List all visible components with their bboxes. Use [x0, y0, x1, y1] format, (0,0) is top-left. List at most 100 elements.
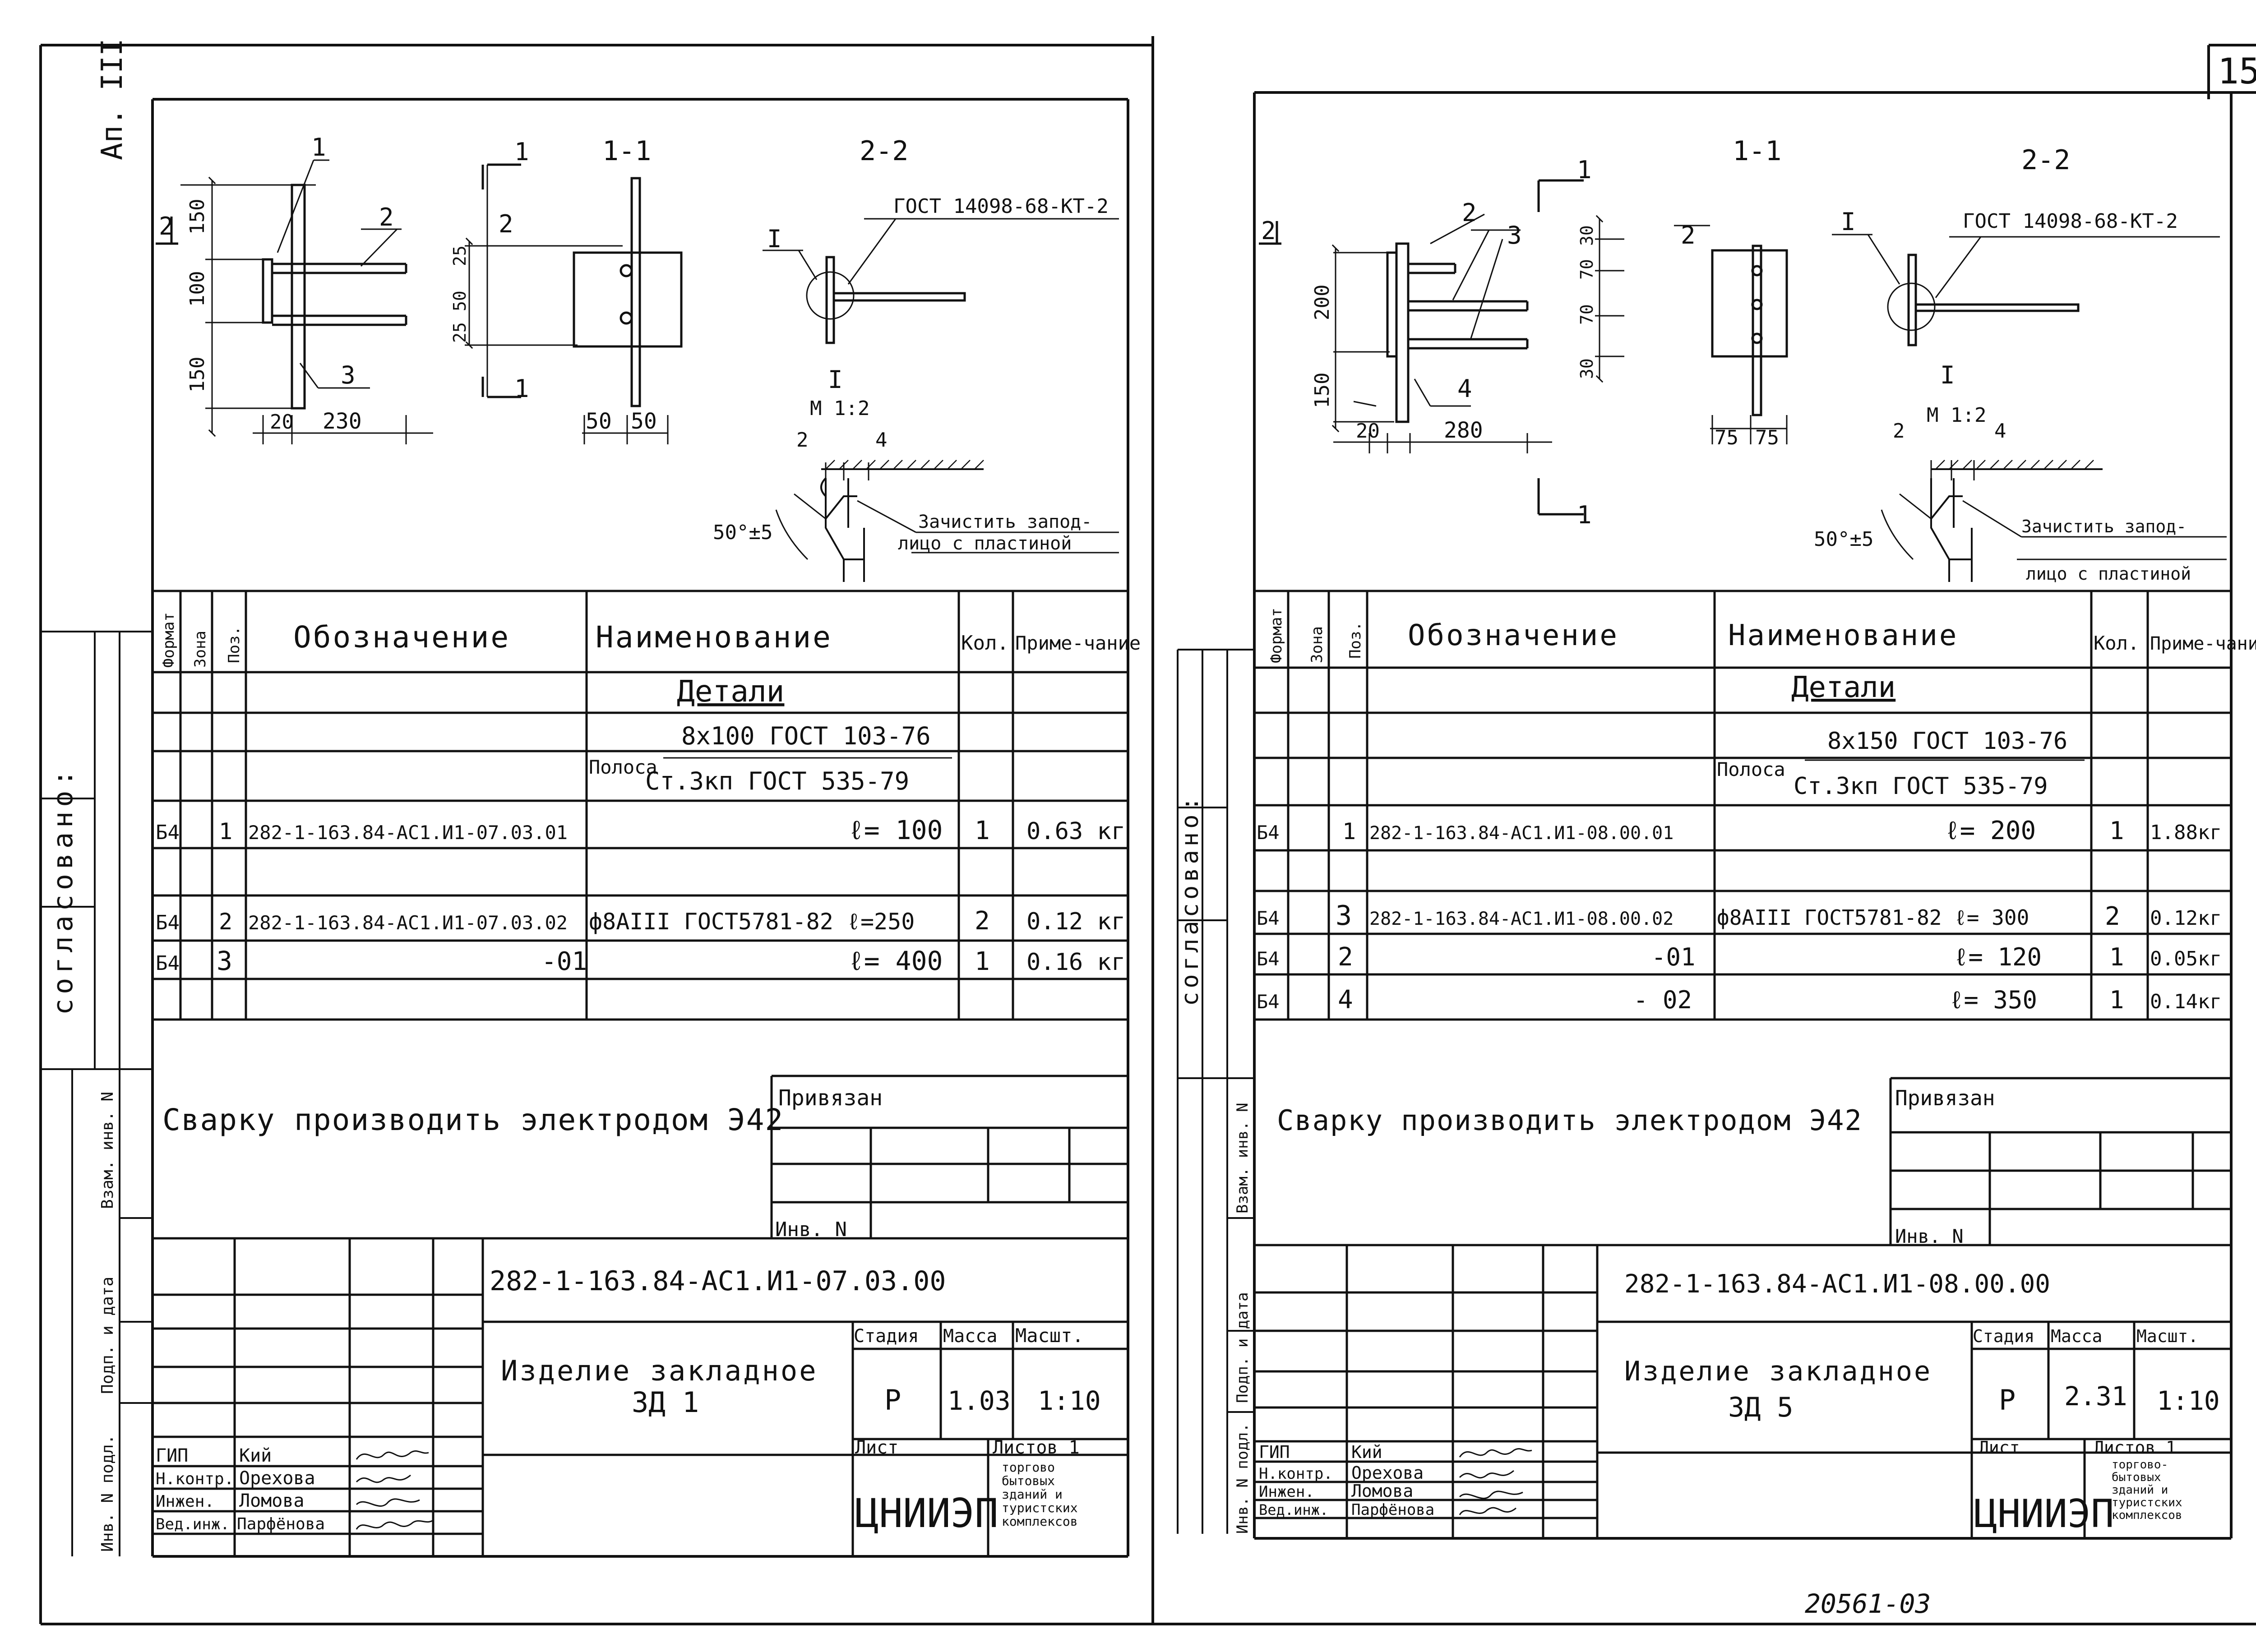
right-privyazan-grid: [1889, 1077, 2231, 1245]
left-h-zone: Зона: [191, 631, 209, 668]
left-sec-mark-1a: 1: [514, 138, 529, 166]
right-mass-h: Масса: [2051, 1326, 2102, 1346]
right-inv-orig: Инв. N подл.: [1234, 1423, 1252, 1534]
left-dim-25b: 25: [450, 322, 470, 343]
right-dim-30b: 30: [1577, 358, 1597, 379]
left-dim-w50a: 50: [586, 409, 612, 434]
right-material-top: 8x150 ГОСТ 103-76: [1827, 728, 2067, 755]
right-table-row: Б4 4 - 02 ℓ= 350 1 0.14кг: [1257, 985, 2222, 1015]
right-row3-designation: -01: [1651, 943, 1696, 971]
left-h-qty: Кол.: [961, 632, 1009, 655]
left-role-4-name: Парфёнова: [237, 1515, 325, 1533]
right-row3-note: 0.05кг: [2150, 947, 2222, 970]
right-mass: 2.31: [2064, 1381, 2127, 1412]
right-row3-name: ℓ= 120: [1954, 943, 2042, 971]
left-detail-gap-4: 4: [875, 429, 888, 452]
right-dim-w75a: 75: [1715, 426, 1738, 449]
left-h-pos: Поз.: [225, 626, 243, 663]
left-org-note-5: комплексов: [1002, 1514, 1078, 1529]
right-title-1: Изделие закладное: [1624, 1356, 1932, 1387]
left-h-note: Приме-чание: [1015, 632, 1141, 654]
left-detail-I: [775, 460, 1119, 582]
left-code: 282-1-163.84-АС1.И1-07.03.00: [490, 1265, 946, 1297]
right-role-1: ГИП: [1259, 1442, 1290, 1462]
left-privyazan: Привязан: [778, 1085, 883, 1111]
right-detail-note-1: Зачистить запод-: [2021, 517, 2187, 536]
right-row1-designation: 282-1-163.84-АС1.И1-08.00.01: [1369, 823, 1674, 844]
left-row1-format: Б4: [156, 821, 180, 844]
right-org-note-5: комплексов: [2112, 1509, 2182, 1522]
left-scale-h: Масшт.: [1015, 1324, 1084, 1347]
right-sign-date: Подп. и дата: [1234, 1292, 1252, 1403]
right-row2-pos: 3: [1336, 900, 1352, 932]
right-title-grid: [1254, 1244, 2231, 1538]
right-table-row: Б4 1 282-1-163.84-АС1.И1-08.00.01 ℓ= 200…: [1257, 816, 2222, 845]
right-section-22-title: 2-2: [2021, 144, 2070, 176]
left-side-stamp: [41, 631, 153, 1556]
left-stage: Р: [884, 1384, 901, 1417]
left-sheet: 2 1 2 3 150 100 150 20 230 1 2: [151, 98, 1141, 1558]
right-row2-designation: 282-1-163.84-АС1.И1-08.00.02: [1369, 909, 1674, 929]
left-row3-name: ℓ= 400: [848, 946, 943, 976]
right-h-zone: Зона: [1308, 626, 1326, 663]
left-section-11-title: 1-1: [602, 135, 651, 167]
left-plan-mark-2: 2: [159, 212, 174, 240]
right-scale: 1:10: [2157, 1385, 2220, 1416]
right-title-2: ЗД 5: [1728, 1392, 1794, 1423]
left-row1-name: ℓ= 100: [848, 815, 943, 845]
right-dim-20: 20: [1356, 420, 1380, 443]
left-title-grid: [153, 1237, 1128, 1556]
right-h-pos: Поз.: [1346, 622, 1364, 659]
right-detail-angle: 50°±5: [1814, 528, 1873, 551]
left-table-row: Б4 2 282-1-163.84-АС1.И1-07.03.02 ф8АIII…: [156, 906, 1125, 936]
left-dim-20: 20: [270, 411, 294, 434]
left-roles: ГИП Кий Н.контр. Орехова Инжен. Ломова В…: [156, 1445, 325, 1533]
left-table-row: Б4 3 -01 ℓ= 400 1 0.16 кг: [156, 946, 1125, 976]
right-welding-note: Сварку производить электродом Э42: [1277, 1104, 1863, 1137]
left-detail-scale: М 1:2: [810, 397, 869, 420]
left-detail-angle: 50°±5: [713, 521, 772, 544]
left-plan-mark-1: 1: [311, 133, 326, 162]
right-role-2: Н.контр.: [1259, 1465, 1333, 1483]
right-sec-mark-2: 2: [1681, 221, 1696, 249]
left-row3-qty: 1: [975, 947, 990, 976]
right-sheet: 2 2 3 4 200 150 20 280 30 70 70 30: [1253, 92, 2256, 1540]
right-row1-pos: 1: [1342, 818, 1356, 844]
right-detail-scale: М 1:2: [1927, 404, 1986, 427]
right-spec-grid: [1254, 590, 2231, 1021]
left-role-1: ГИП: [156, 1445, 188, 1466]
left-org-note-4: туристских: [1002, 1500, 1078, 1515]
right-material-bottom: Ст.3кп ГОСТ 535-79: [1794, 773, 2048, 800]
right-detail-gap-2: 2: [1893, 420, 1905, 443]
right-plan-mark-2b: 2: [1462, 198, 1477, 227]
right-dim-280: 280: [1444, 418, 1483, 443]
left-role-4: Вед.инж.: [156, 1515, 230, 1533]
left-section-details: Детали: [677, 674, 784, 709]
right-row4-pos: 4: [1338, 985, 1353, 1015]
left-material-bottom: Ст.3кп ГОСТ 535-79: [645, 767, 909, 795]
left-row2-format: Б4: [156, 911, 180, 934]
left-material-word: Полоса: [589, 756, 657, 778]
right-h-designation: Обозначение: [1408, 619, 1619, 652]
left-gost-14098: ГОСТ 14098-68-КТ-2: [893, 195, 1109, 218]
right-stage: Р: [1999, 1384, 2016, 1417]
left-dim-25a: 25: [450, 245, 470, 266]
left-dim-w50b: 50: [631, 409, 657, 434]
left-org: ЦНИИЭП: [855, 1490, 999, 1537]
right-org-note-2: бытовых: [2112, 1471, 2161, 1484]
left-row2-name: ф8АIII ГОСТ5781-82 ℓ=250: [589, 909, 915, 935]
left-stage-h: Стадия: [854, 1326, 919, 1347]
approval-label: согласовано:: [47, 766, 79, 1015]
left-sheet-h: Лист: [855, 1437, 898, 1458]
left-row1-note: 0.63 кг: [1026, 818, 1125, 845]
right-org-note-1: торгово-: [2112, 1458, 2168, 1472]
left-role-1-name: Кий: [239, 1445, 272, 1466]
right-sheets-h: Листов 1: [2094, 1438, 2176, 1458]
left-h-name: Наименование: [596, 620, 832, 655]
right-inv-n: Инв. N: [1895, 1225, 1964, 1247]
left-detail-note-2: лицо с пластиной: [898, 533, 1072, 554]
right-org-note-4: туристских: [2112, 1496, 2182, 1509]
right-privyazan: Привязан: [1895, 1086, 1995, 1110]
right-section-details: Детали: [1791, 671, 1895, 704]
right-h-note: Приме-чание: [2150, 633, 2256, 654]
